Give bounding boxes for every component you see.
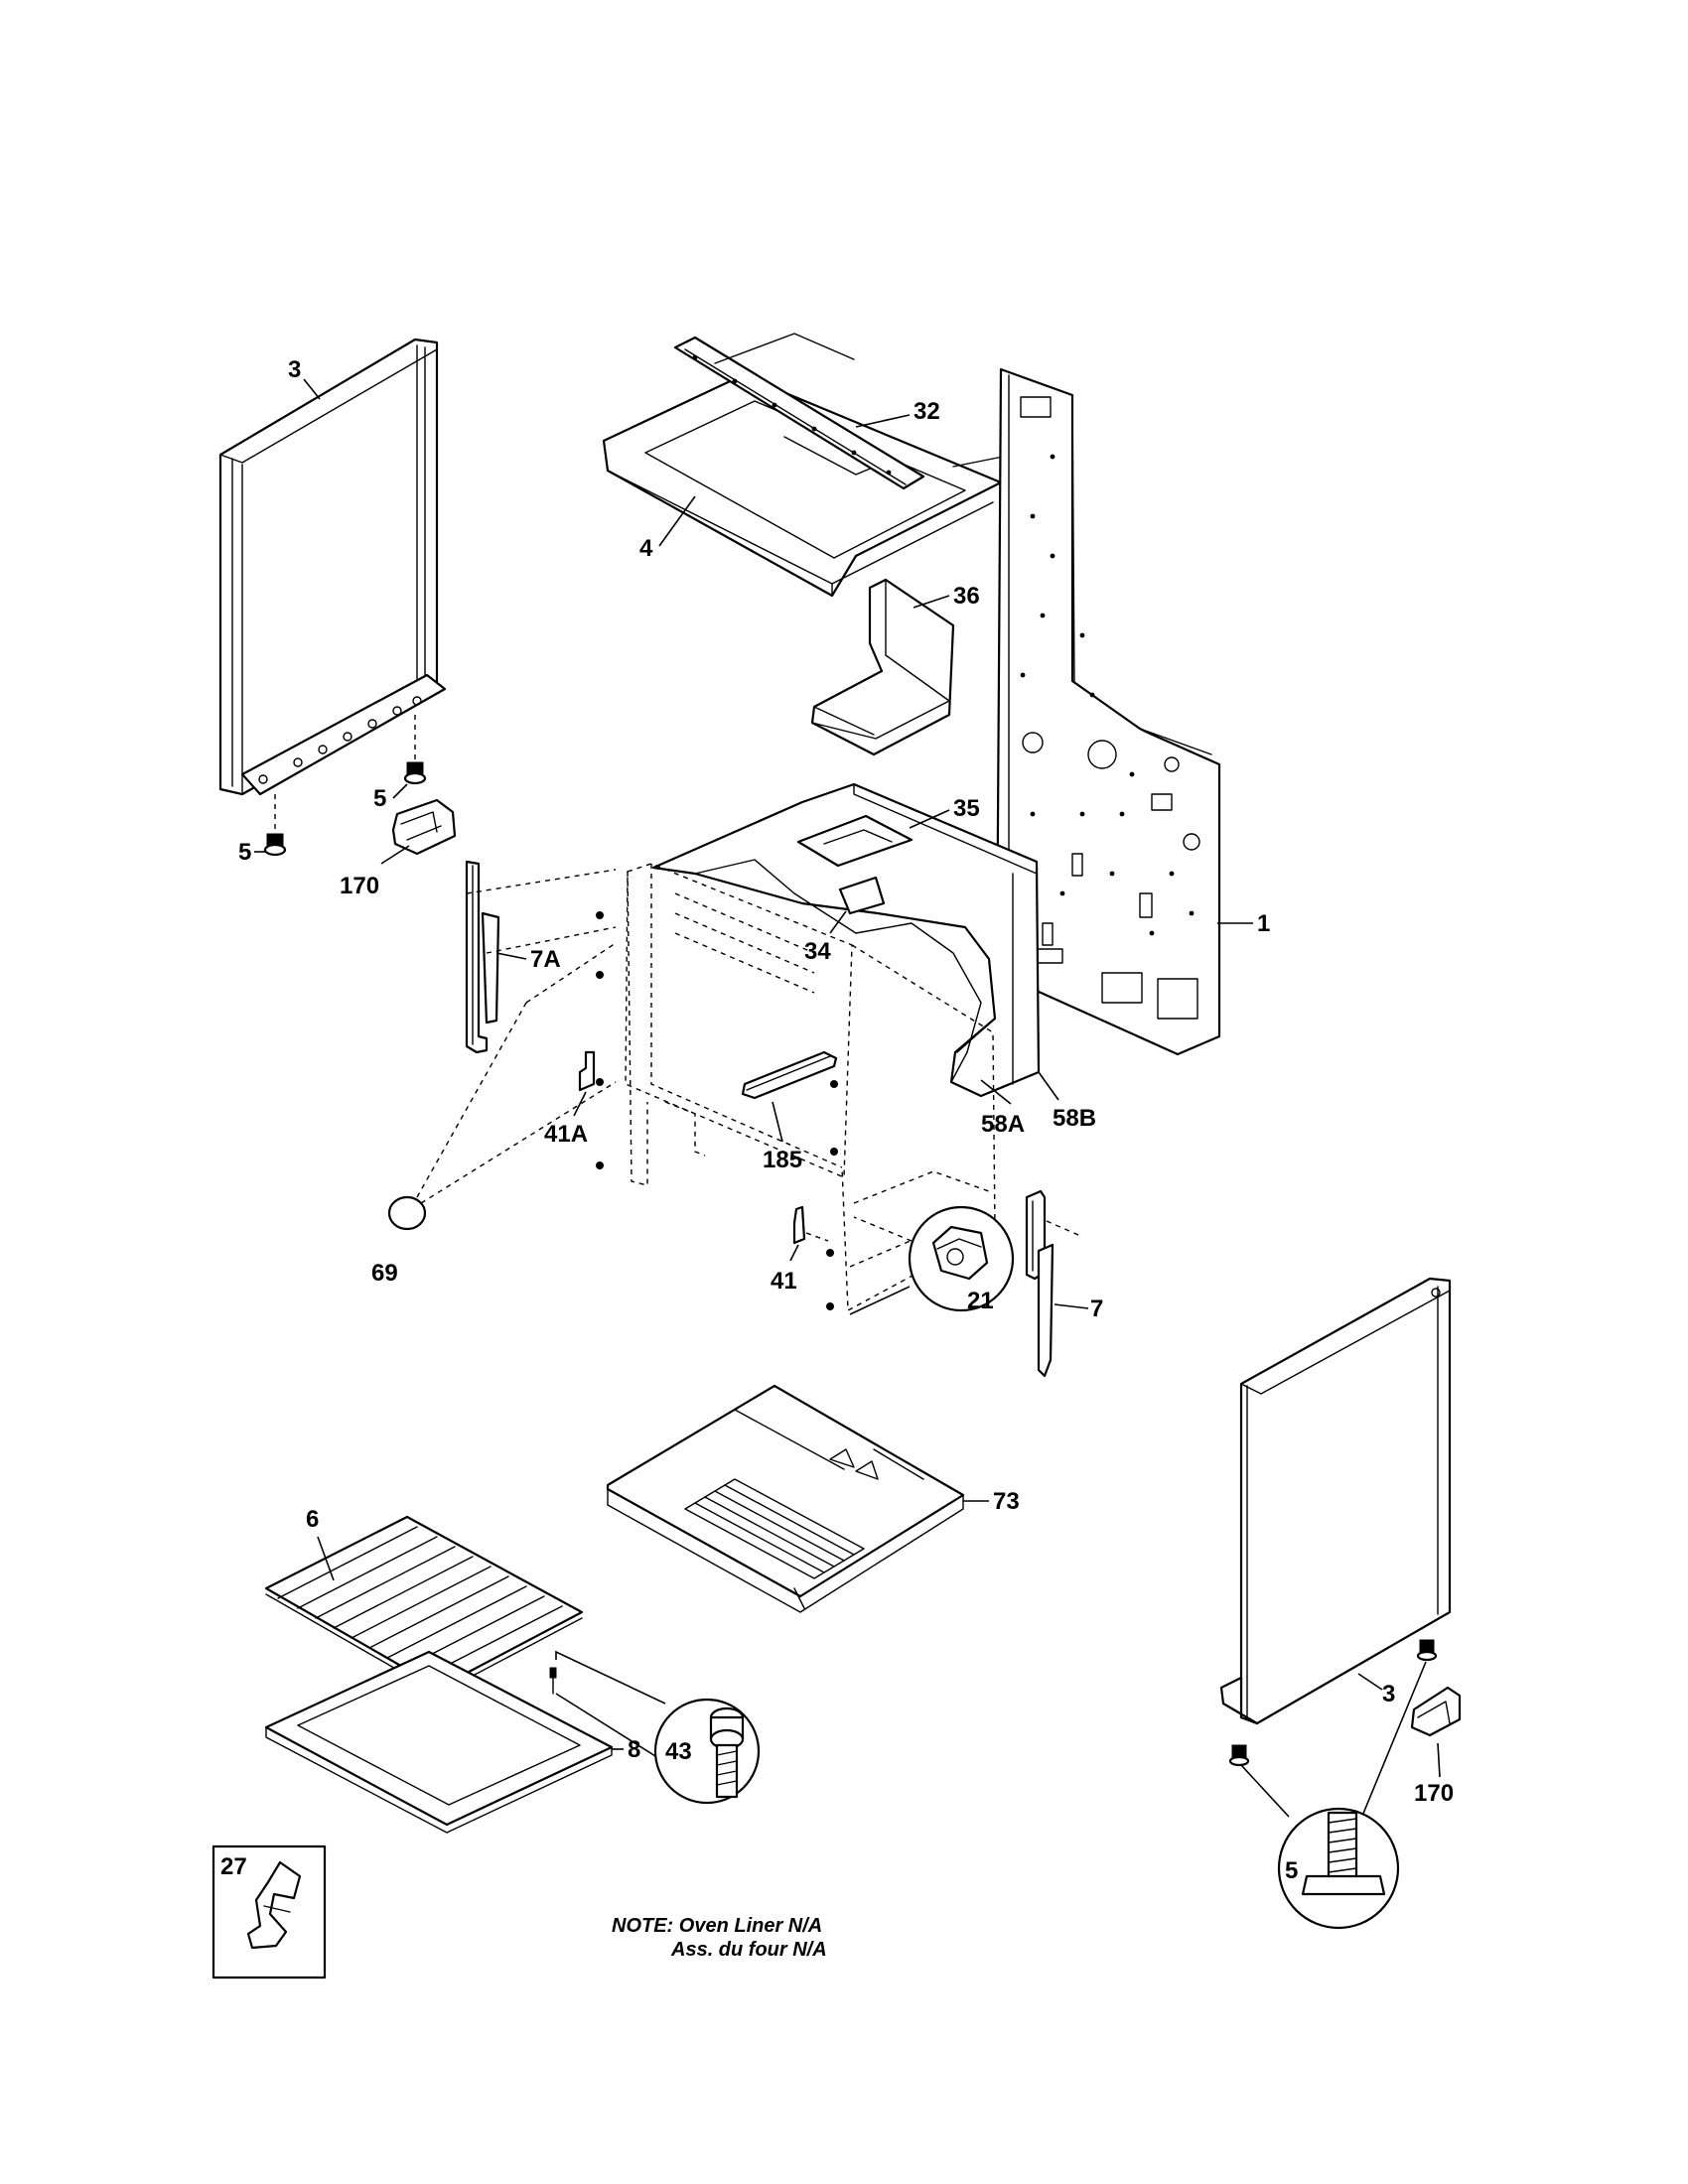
callout-3-left: 3 bbox=[288, 356, 301, 383]
callout-32: 32 bbox=[914, 398, 940, 425]
vent-duct bbox=[810, 578, 955, 756]
callout-58B: 58B bbox=[1053, 1105, 1096, 1132]
clip-41 bbox=[792, 1205, 829, 1245]
screw-icon bbox=[263, 794, 287, 857]
back-panel bbox=[995, 367, 1221, 1056]
hinge-7A bbox=[465, 860, 617, 1054]
callout-69: 69 bbox=[371, 1260, 398, 1287]
callout-73: 73 bbox=[993, 1488, 1020, 1515]
callout-170-right: 170 bbox=[1414, 1780, 1454, 1807]
light-lens bbox=[387, 942, 617, 1231]
callout-170-left: 170 bbox=[340, 873, 379, 899]
left-side-panel bbox=[218, 338, 447, 796]
bracket-icon bbox=[391, 798, 457, 856]
hinge-7 bbox=[1025, 1189, 1079, 1378]
callout-41: 41 bbox=[771, 1268, 797, 1295]
callout-3-right: 3 bbox=[1382, 1681, 1395, 1707]
callout-41A: 41A bbox=[544, 1121, 588, 1148]
screw-icon bbox=[403, 715, 427, 785]
callout-35: 35 bbox=[953, 795, 980, 822]
detail-21 bbox=[849, 1205, 1015, 1315]
detail-5 bbox=[1277, 1807, 1400, 1930]
callout-5-upper: 5 bbox=[373, 785, 386, 812]
callout-34: 34 bbox=[804, 938, 831, 965]
callout-6: 6 bbox=[306, 1506, 319, 1533]
callout-27: 27 bbox=[220, 1853, 247, 1880]
screw-icon bbox=[1416, 1639, 1438, 1662]
callout-43: 43 bbox=[665, 1738, 692, 1765]
bolt-icon bbox=[709, 1706, 745, 1799]
right-side-panel bbox=[1219, 1277, 1452, 1725]
oven-handle bbox=[741, 1050, 838, 1100]
detail-box-27 bbox=[211, 1844, 327, 1979]
oven-bottom-tray bbox=[606, 1384, 965, 1613]
oven-wrap bbox=[651, 782, 1041, 1098]
note-line-1: NOTE: Oven Liner N/A bbox=[612, 1915, 822, 1937]
oven-liner bbox=[625, 863, 996, 1312]
callout-1: 1 bbox=[1257, 910, 1270, 937]
callout-36: 36 bbox=[953, 583, 980, 610]
detail-43 bbox=[653, 1698, 761, 1805]
callout-4: 4 bbox=[639, 535, 653, 562]
top-cover bbox=[602, 333, 1008, 598]
leveling-leg-icon bbox=[1301, 1811, 1386, 1896]
screw-icon bbox=[549, 1650, 666, 1762]
screw-icon bbox=[1228, 1744, 1250, 1767]
callout-7: 7 bbox=[1090, 1296, 1103, 1322]
callout-5-detail: 5 bbox=[1285, 1857, 1298, 1884]
callout-58A: 58A bbox=[981, 1111, 1025, 1138]
note-line-2: Ass. du four N/A bbox=[670, 1939, 827, 1961]
clip-41A bbox=[578, 1050, 596, 1092]
callout-8: 8 bbox=[628, 1736, 640, 1763]
callout-7A: 7A bbox=[530, 946, 561, 973]
broil-pan bbox=[264, 1650, 614, 1834]
callout-5-lower: 5 bbox=[238, 839, 251, 866]
bracket-icon bbox=[1410, 1686, 1462, 1737]
callout-185: 185 bbox=[763, 1147, 802, 1173]
clip-icon bbox=[246, 1860, 302, 1950]
callout-21: 21 bbox=[967, 1288, 994, 1314]
